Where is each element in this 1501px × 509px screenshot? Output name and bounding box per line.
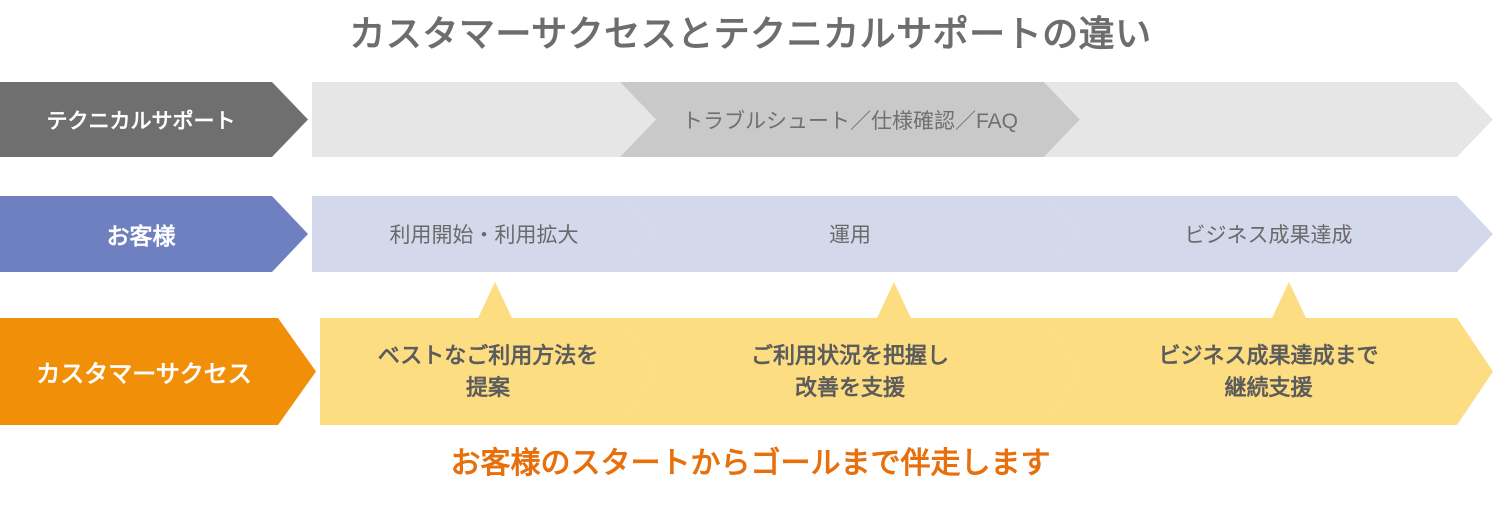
row-label-customer: お客様	[0, 196, 308, 272]
band-customer-success: ベストなご利用方法を 提案 ご利用状況を把握し 改善を支援 ビジネス成果達成まで…	[320, 318, 1493, 425]
stage-success-3: ビジネス成果達成まで 継続支援	[1044, 318, 1493, 425]
stage-success-3-line1: ビジネス成果達成まで	[1158, 342, 1379, 368]
row-label-customer-success: カスタマーサクセス	[0, 318, 316, 425]
stage-customer-2-text: 運用	[829, 224, 871, 247]
band-technical-support: トラブルシュート／仕様確認／FAQ	[312, 82, 1493, 157]
stage-support-3	[1044, 82, 1493, 157]
stage-support-2-text: トラブルシュート／仕様確認／FAQ	[681, 109, 1018, 133]
stage-customer-1: 利用開始・利用拡大	[312, 196, 656, 272]
stage-success-1-text: ベストなご利用方法を 提案	[378, 340, 598, 404]
stage-success-3-text: ビジネス成果達成まで 継続支援	[1158, 340, 1378, 404]
stage-success-1-line1: ベストなご利用方法を	[377, 342, 599, 368]
stage-customer-3: ビジネス成果達成	[1044, 196, 1493, 272]
stage-success-3-line2: 継続支援	[1224, 374, 1313, 400]
page-title: カスタマーサクセスとテクニカルサポートの違い	[349, 13, 1152, 54]
stage-success-2-line1: ご利用状況を把握し	[750, 342, 949, 368]
stage-customer-1-text: 利用開始・利用拡大	[389, 224, 579, 247]
stage-support-2: トラブルシュート／仕様確認／FAQ	[620, 82, 1080, 157]
stage-success-2: ご利用状況を把握し 改善を支援	[620, 318, 1080, 425]
band-customer: 利用開始・利用拡大 運用 ビジネス成果達成	[312, 196, 1493, 272]
stage-success-2-line2: 改善を支援	[794, 374, 905, 400]
connector-triangle-1	[478, 282, 512, 318]
stage-support-1	[312, 82, 656, 157]
row-customer-success: カスタマーサクセス ベストなご利用方法を 提案 ご利用状況を把握し 改善を支援 …	[0, 318, 1501, 425]
stage-success-1: ベストなご利用方法を 提案	[320, 318, 656, 425]
stage-customer-2: 運用	[620, 196, 1080, 272]
row-label-technical-support: テクニカルサポート	[0, 82, 308, 157]
row-label-technical-support-text: テクニカルサポート	[46, 109, 236, 133]
stage-customer-3-text: ビジネス成果達成	[1184, 224, 1353, 247]
stage-success-1-line2: 提案	[465, 374, 510, 400]
row-label-customer-text: お客様	[106, 223, 176, 249]
row-technical-support: テクニカルサポート トラブルシュート／仕様確認／FAQ	[0, 82, 1501, 157]
connector-triangle-2	[877, 282, 911, 318]
row-customer: お客様 利用開始・利用拡大 運用 ビジネス成果達成	[0, 196, 1501, 272]
footer-caption: お客様のスタートからゴールまで伴走します	[450, 447, 1051, 480]
connector-triangle-3	[1272, 282, 1306, 318]
stage-success-2-text: ご利用状況を把握し 改善を支援	[751, 340, 949, 404]
row-label-customer-success-text: カスタマーサクセス	[36, 361, 252, 388]
